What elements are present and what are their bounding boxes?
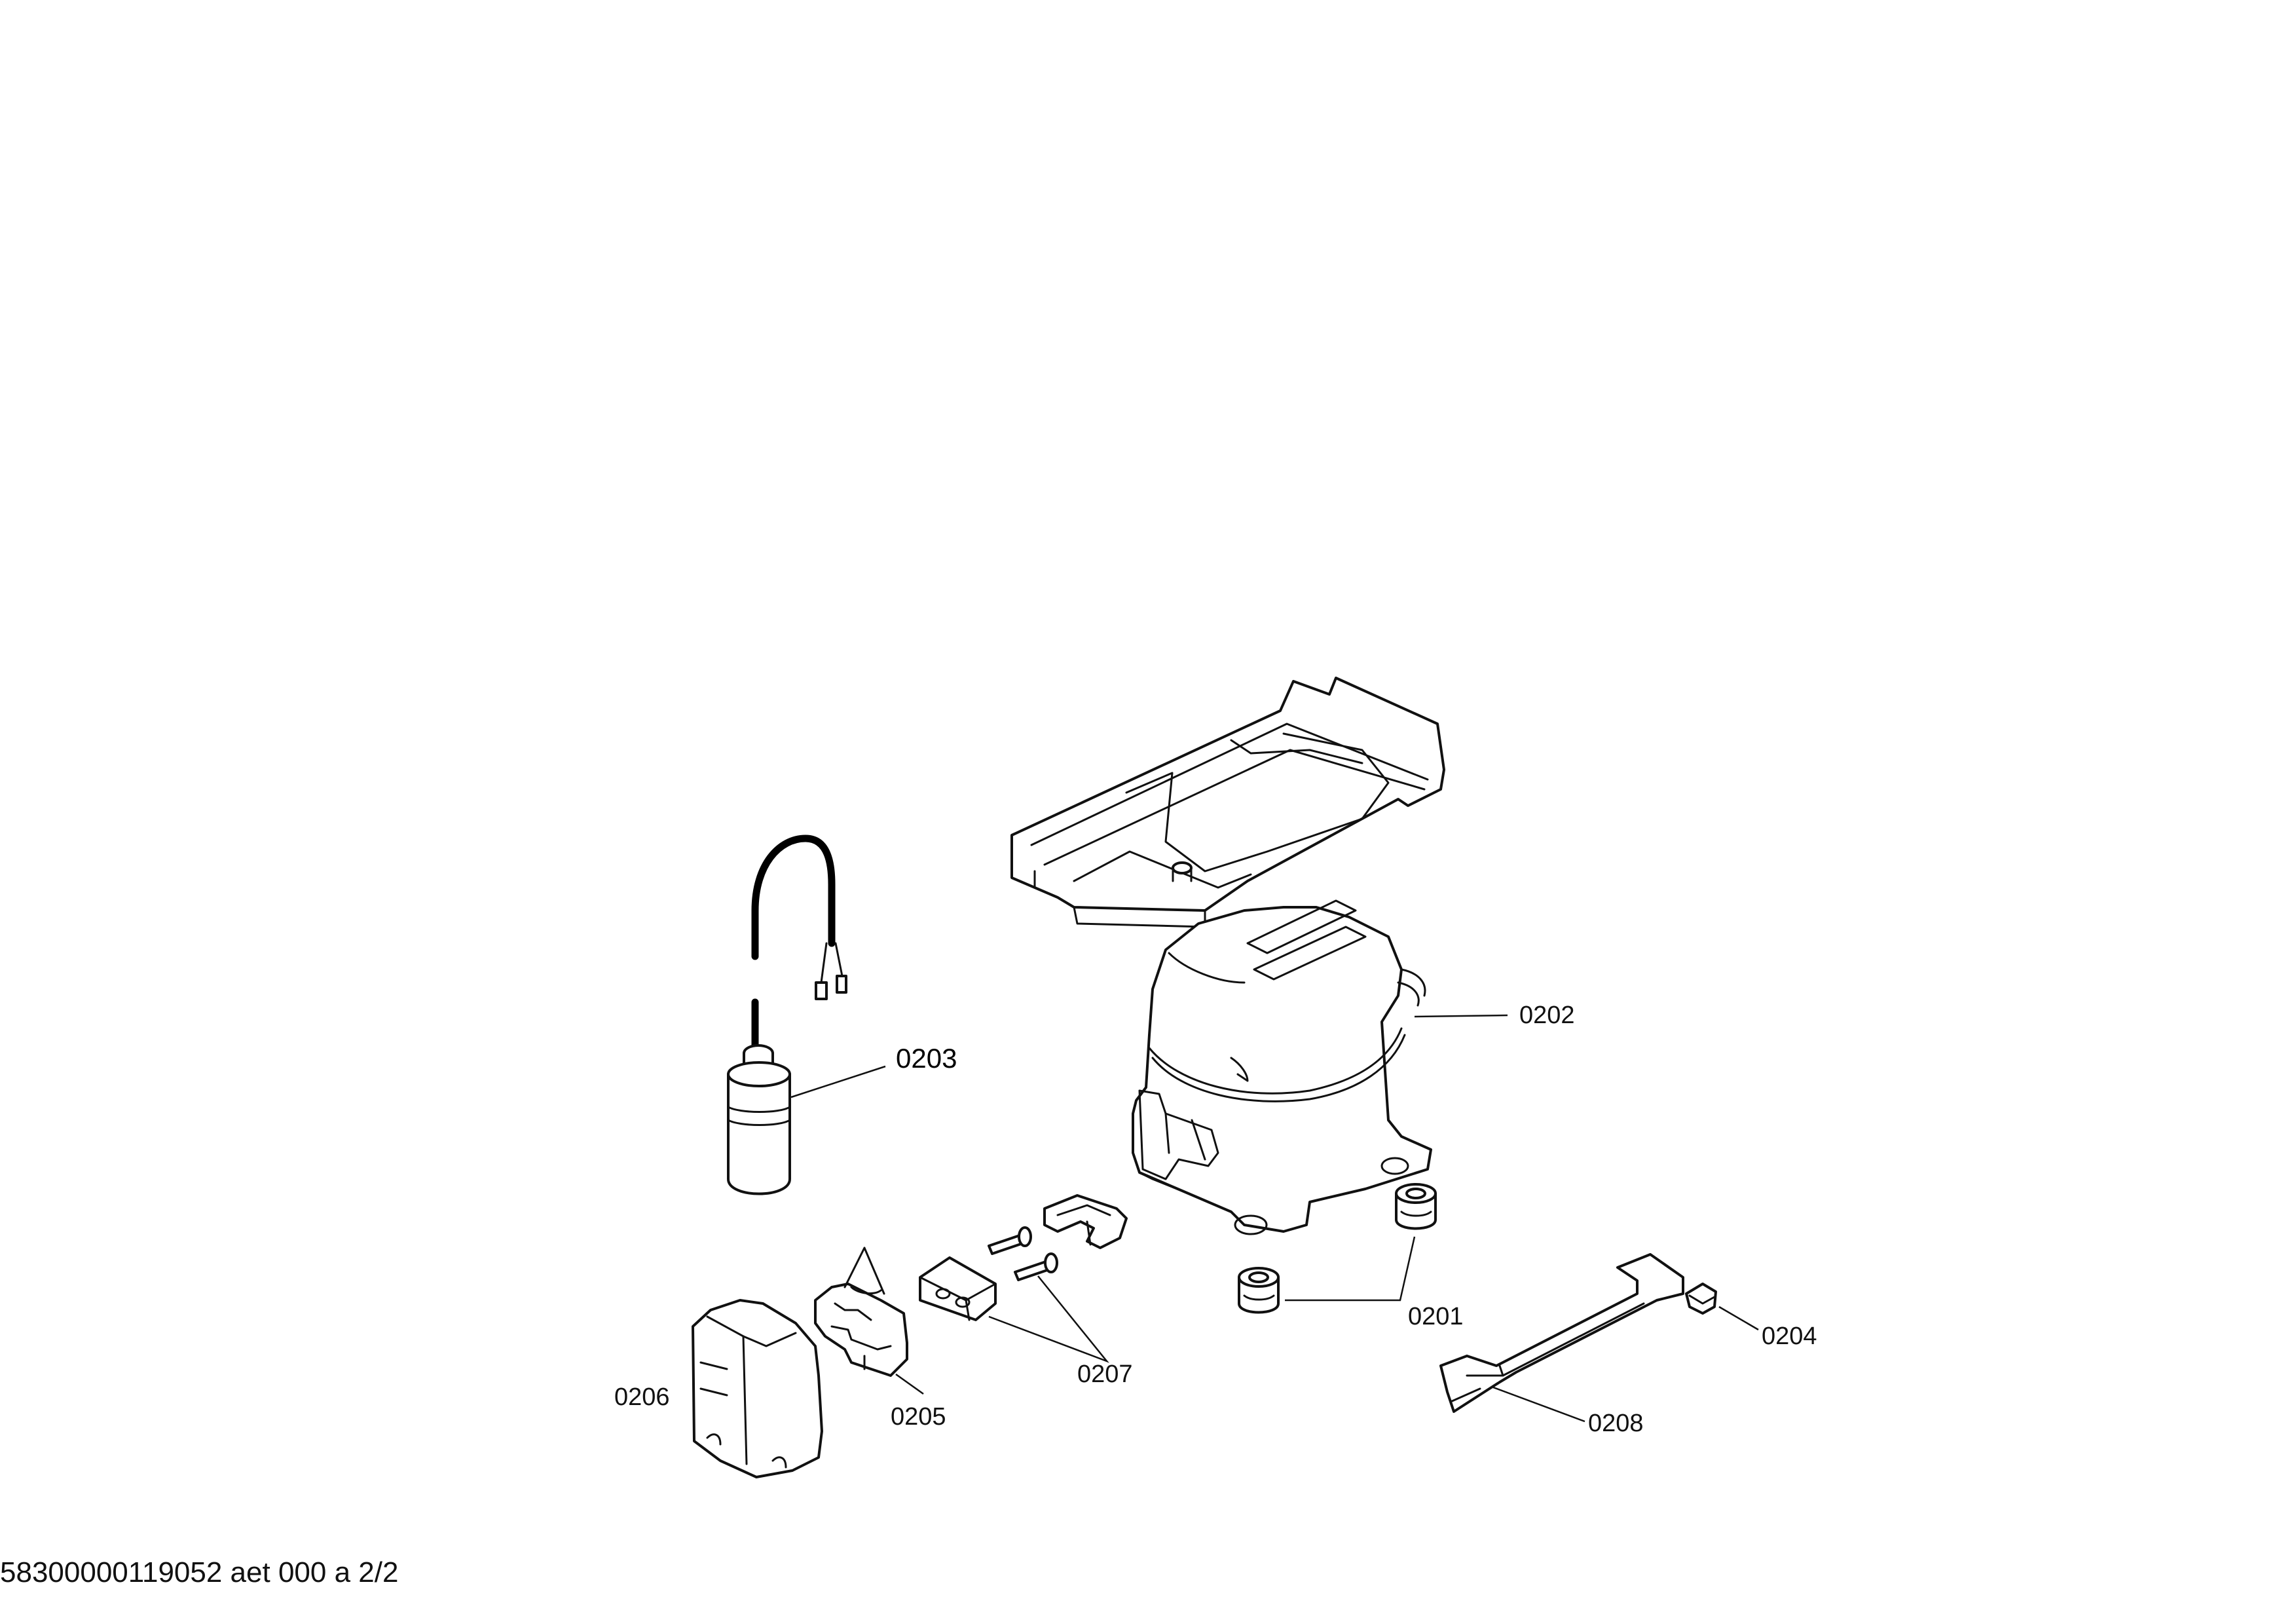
leader-0201 xyxy=(1285,1236,1416,1302)
rubber-grommets xyxy=(1238,1183,1437,1314)
leader-0205 xyxy=(895,1373,924,1395)
leader-0204 xyxy=(1718,1305,1759,1331)
capacitor xyxy=(727,835,847,1195)
drip-tray xyxy=(1010,677,1445,928)
starter-relay xyxy=(814,1247,908,1377)
screws xyxy=(988,1226,1058,1281)
callout-0204: 0204 xyxy=(1762,1323,1817,1350)
bracket-bar xyxy=(1439,1253,1684,1413)
leader-0207 xyxy=(988,1275,1109,1363)
compressor xyxy=(1132,899,1432,1235)
relay-clip xyxy=(1043,1194,1128,1249)
relay-cover xyxy=(692,1299,823,1478)
leader-0203 xyxy=(790,1065,886,1098)
callout-0208: 0208 xyxy=(1588,1410,1644,1437)
callout-0206: 0206 xyxy=(614,1383,670,1411)
callout-0203: 0203 xyxy=(896,1043,957,1074)
callout-0201: 0201 xyxy=(1408,1303,1464,1330)
callout-0205: 0205 xyxy=(891,1403,946,1431)
callout-0202: 0202 xyxy=(1519,1002,1575,1029)
small-clip xyxy=(1685,1283,1717,1315)
callout-0207: 0207 xyxy=(1077,1361,1133,1388)
document-id: 58300000119052 aet 000 a 2/2 xyxy=(0,1556,399,1588)
leader-0202 xyxy=(1414,1014,1508,1018)
bracket xyxy=(919,1256,997,1321)
leader-0208 xyxy=(1492,1386,1585,1423)
